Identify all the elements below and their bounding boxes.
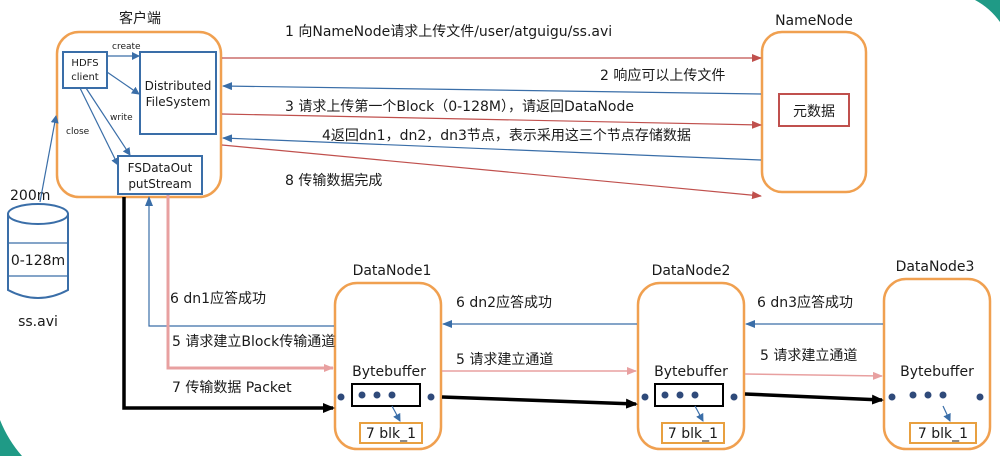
step6-dn3-label: 6 dn3应答成功 xyxy=(757,294,853,311)
hdfs-to-dfs-arrow xyxy=(106,71,140,95)
fsdataoutputstream-box xyxy=(117,155,203,195)
step5-dn1-label: 5 请求建立通道 xyxy=(456,352,553,368)
datanode1-buffer-box xyxy=(351,383,421,407)
step5-client-label: 5 请求建立Block传输通道 xyxy=(172,334,335,350)
step7-label: 7 传输数据 Packet xyxy=(172,380,292,396)
dn2-buffer-to-block-arrow xyxy=(694,405,704,422)
namenode-title: NameNode xyxy=(775,13,853,29)
datanode2-bytebuffer-label: Bytebuffer xyxy=(654,364,728,380)
step5-dn2-label: 5 请求建立通道 xyxy=(760,348,857,364)
datanode2-title: DataNode2 xyxy=(652,263,731,279)
dn2-to-dn3-packet-arrow xyxy=(744,392,884,405)
step3-arrow xyxy=(221,113,762,129)
distributed-filesystem-box xyxy=(139,51,217,135)
datanode1-block-label: 7 blk_1 xyxy=(366,426,416,442)
step2-arrow xyxy=(222,82,762,95)
datanode3-block-box xyxy=(909,422,977,444)
hdfs-client-label-1: HDFS xyxy=(71,58,98,69)
dn1-buffer-to-block-arrow xyxy=(391,405,401,422)
step7-packet-arrow xyxy=(122,197,335,413)
step2-label: 2 响应可以上传文件 xyxy=(600,67,725,84)
dn1-dot-outer-left xyxy=(337,393,345,401)
write-arrow xyxy=(85,87,131,156)
datanode1-box xyxy=(333,281,443,451)
dn1-dot-1 xyxy=(358,391,366,399)
dn1-dot-3 xyxy=(388,391,396,399)
step5-dn2-request-arrow xyxy=(744,371,883,380)
dn3-dot-outer-right xyxy=(976,393,984,401)
step8-arrow xyxy=(221,144,762,200)
datanode2-box xyxy=(636,281,746,451)
metadata-label: 元数据 xyxy=(793,104,835,120)
step3-label: 3 请求上传第一个Block（0-128M），请返回DataNode xyxy=(285,98,634,115)
dn3-dot-outer-left xyxy=(888,393,896,401)
close-arrow xyxy=(79,87,119,166)
dfs-label-1: Distributed xyxy=(145,79,212,93)
dn2-dot-3 xyxy=(691,391,699,399)
datanode2-buffer-box xyxy=(654,383,724,407)
step1-label: 1 向NameNode请求上传文件/user/atguigu/ss.avi xyxy=(285,24,612,40)
file-cylinder xyxy=(7,214,69,299)
hdfs-client-label-2: client xyxy=(71,72,99,83)
step6-dn2-label: 6 dn2应答成功 xyxy=(456,294,552,311)
step4-arrow xyxy=(222,134,762,161)
close-label: close xyxy=(66,127,90,137)
datanode3-title: DataNode3 xyxy=(896,259,975,275)
datanode3-block-label: 7 blk_1 xyxy=(918,426,968,442)
dn2-dot-1 xyxy=(661,391,669,399)
step5-client-request-arrow xyxy=(166,195,334,372)
dfs-label-2: FileSystem xyxy=(146,95,211,109)
datanode1-block-box xyxy=(359,422,423,444)
step4-label: 4返回dn1，dn2，dn3节点，表示采用这三个节点存储数据 xyxy=(322,127,691,144)
file-cylinder-top xyxy=(7,203,69,225)
step6-dn1-label: 6 dn1应答成功 xyxy=(170,290,266,307)
datanode3-buffer-box xyxy=(905,384,969,406)
dn1-to-dn2-packet-arrow xyxy=(441,395,638,409)
write-label: write xyxy=(110,113,133,123)
metadata-box xyxy=(778,93,850,127)
step8-label: 8 传输数据完成 xyxy=(285,173,382,189)
file-name-label: ss.avi xyxy=(18,314,58,330)
dn2-dot-2 xyxy=(676,391,684,399)
datanode1-title: DataNode1 xyxy=(353,263,432,279)
fsdos-label-1: FSDataOut xyxy=(128,161,193,175)
dn1-dot-outer-right xyxy=(427,393,435,401)
file-size-label: 200m xyxy=(10,188,50,204)
dn3-buffer-to-block-arrow xyxy=(942,405,951,422)
datanode2-block-box xyxy=(661,422,725,444)
datanode3-box xyxy=(882,277,992,451)
corner-decoration-bottom xyxy=(0,420,22,456)
create-label: create xyxy=(112,42,141,52)
dn2-dot-outer-right xyxy=(730,393,738,401)
step6-dn1-ack-arrow xyxy=(145,196,334,327)
corner-decoration-top xyxy=(975,0,1000,22)
dn3-dot-3 xyxy=(939,391,947,399)
client-title: 客户端 xyxy=(119,10,161,27)
fsdos-label-2: putStream xyxy=(128,177,191,191)
dn3-dot-1 xyxy=(909,391,917,399)
dn1-dot-2 xyxy=(373,391,381,399)
datanode1-bytebuffer-label: Bytebuffer xyxy=(352,364,426,380)
dn3-dot-2 xyxy=(924,391,932,399)
file-block-label: 0-128m xyxy=(11,253,65,269)
datanode2-block-label: 7 blk_1 xyxy=(668,426,718,442)
file-to-client-arrow xyxy=(39,115,59,203)
dn2-dot-outer-left xyxy=(641,393,649,401)
hdfs-client-box xyxy=(62,51,108,89)
datanode3-bytebuffer-label: Bytebuffer xyxy=(900,364,974,380)
